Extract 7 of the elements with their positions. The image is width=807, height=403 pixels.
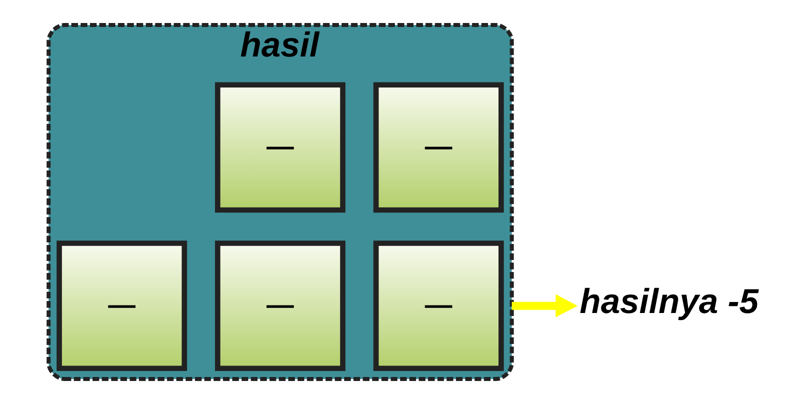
node-box: – bbox=[214, 82, 345, 212]
node-box: – bbox=[214, 240, 345, 371]
arrow bbox=[511, 294, 578, 317]
node-box: – bbox=[56, 240, 187, 371]
node-box: – bbox=[372, 240, 504, 371]
node-text: hasilnya -5 bbox=[579, 282, 758, 320]
node-box: – bbox=[372, 82, 504, 212]
